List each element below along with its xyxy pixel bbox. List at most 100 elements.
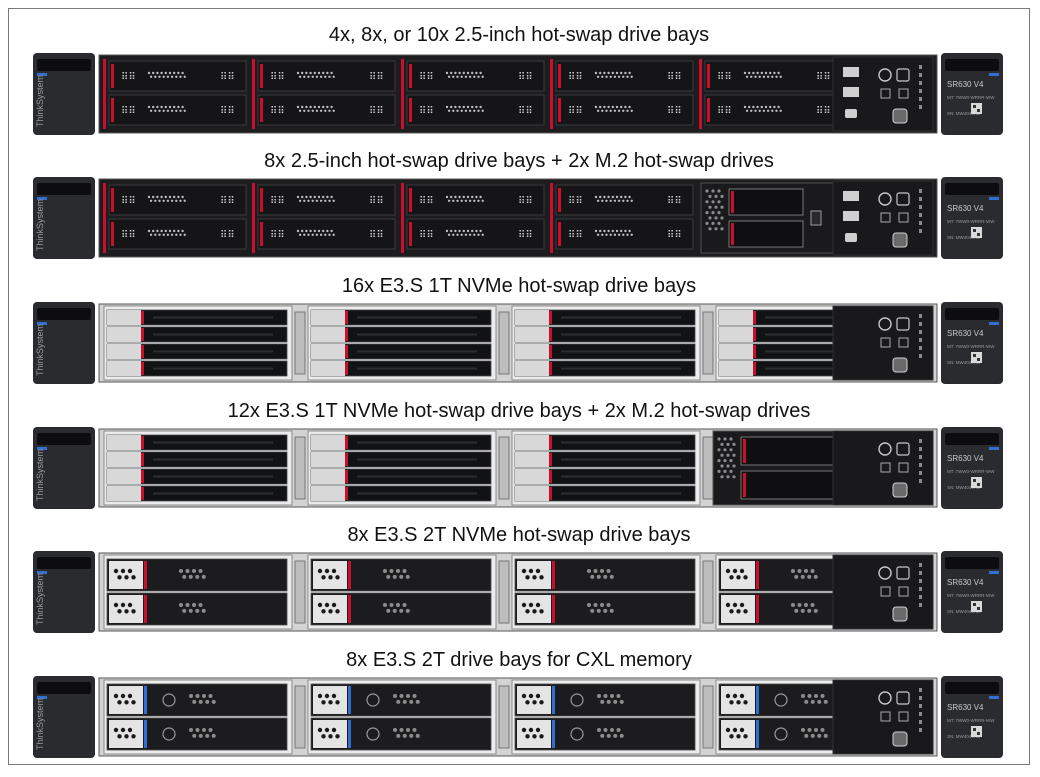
- left-rack-ear: ThinkSystem: [33, 427, 95, 509]
- e3s-drive-bay: [106, 326, 288, 343]
- qr-code-icon: [971, 726, 982, 737]
- brand-label: ThinkSystem: [35, 698, 45, 750]
- status-led-icon: [880, 88, 891, 99]
- e3s-drive-bay: [310, 468, 492, 485]
- drive-bay-area: ⠿⠿⠿⠿⠿⠿⠿⠿⠿⠿⠿⠿⠿⠿⠿⠿⠿⠿⠿⠿⠿⠿⠿⠿⠿⠿⠿⠿⠿⠿⠿⠿⠿⠿⠿⠿⠿⠿⠿⠿: [103, 56, 934, 132]
- cage-latch: [702, 685, 714, 749]
- drive-pull-tab: [109, 595, 143, 623]
- e3s-drive-bay: [106, 343, 288, 360]
- drive-vent-icon: ⠿⠿: [220, 106, 235, 117]
- drive-vent-icon: ⠿⠿: [568, 196, 583, 207]
- cage-latch: [498, 436, 510, 500]
- config-caption: 16x E3.S 1T NVMe hot-swap drive bays: [341, 275, 697, 297]
- drive-vent-icon: ⠿⠿: [816, 72, 831, 83]
- sas-drive-bay: ⠿⠿⠿⠿: [555, 60, 694, 92]
- drive-release-latch: [111, 222, 114, 246]
- drive-pull-tab: [107, 344, 141, 359]
- drive-release-latch: [549, 470, 552, 483]
- drive-pull-tab: [721, 720, 755, 748]
- front-io-panel: [832, 305, 934, 381]
- drive-pull-tab: [107, 361, 141, 376]
- e3s-drive-bay: [310, 485, 492, 502]
- ear-handle: [37, 557, 91, 569]
- id-button-icon: [896, 566, 910, 580]
- power-button-icon: [878, 68, 892, 82]
- drive-release-latch: [409, 188, 412, 212]
- pull-out-tab-icon: [892, 108, 908, 124]
- m2-drive: [728, 220, 804, 248]
- drive-release-latch: [260, 222, 263, 246]
- blue-accent-stripe: [37, 197, 47, 200]
- sas-drive-bay: ⠿⠿⠿⠿: [406, 94, 545, 126]
- drive-vent-icon: ⠿⠿: [568, 106, 583, 117]
- config-row-6: 8x E3.S 2T drive bays for CXL memory Thi…: [9, 634, 1029, 762]
- cxl-memory-bay: [310, 683, 492, 717]
- drive-vent-icon: ⠿⠿: [816, 106, 831, 117]
- drive-bay-area: [103, 305, 934, 381]
- blue-accent-stripe: [989, 696, 999, 699]
- drive-pull-tab: [719, 344, 753, 359]
- e3s-drive-bay: [514, 360, 696, 377]
- config-caption: 8x 2.5-inch hot-swap drive bays + 2x M.2…: [264, 150, 774, 172]
- sas-drive-bay: ⠿⠿⠿⠿: [108, 94, 247, 126]
- release-ring-icon: [366, 727, 380, 741]
- drive-release-latch: [552, 720, 555, 748]
- drive-release-latch: [141, 345, 144, 358]
- pull-out-tab-icon: [892, 482, 908, 498]
- model-label: SR630 V4: [947, 80, 984, 89]
- drive-release-latch: [409, 222, 412, 246]
- drive-release-latch: [756, 595, 759, 623]
- qr-code-icon: [971, 352, 982, 363]
- drive-release-latch: [558, 64, 561, 88]
- chassis-body: [98, 428, 938, 508]
- drive-pull-tab: [311, 486, 345, 501]
- drive-pull-tab: [517, 720, 551, 748]
- drive-pull-tab: [721, 686, 755, 714]
- drive-release-latch: [345, 436, 348, 449]
- serial-number-label: SN: MW4049RB: [947, 111, 980, 116]
- blue-accent-stripe: [37, 571, 47, 574]
- bay-divider-latch: [103, 59, 106, 129]
- drive-release-latch: [731, 191, 734, 213]
- drive-pull-tab: [515, 361, 549, 376]
- status-led-icon: [898, 462, 909, 473]
- drive-release-latch: [345, 328, 348, 341]
- e3s-drive-bay: [310, 360, 492, 377]
- pull-out-tab-icon: [892, 232, 908, 248]
- usb-c-port: [845, 109, 857, 118]
- drive-release-latch: [260, 64, 263, 88]
- release-ring-icon: [366, 693, 380, 707]
- e3s-2t-drive-bay: [514, 592, 696, 626]
- brand-label: ThinkSystem: [35, 199, 45, 251]
- drive-pull-tab: [313, 595, 347, 623]
- machine-type-label: MT: 7WW0-WRRR-WW: [947, 593, 995, 598]
- sas-drive-bay: ⠿⠿⠿⠿: [108, 184, 247, 216]
- drive-release-latch: [111, 188, 114, 212]
- id-button-icon: [896, 691, 910, 705]
- sas-drive-bay: ⠿⠿⠿⠿: [555, 218, 694, 250]
- release-ring-icon: [570, 727, 584, 741]
- drive-release-latch: [141, 470, 144, 483]
- release-ring-icon: [774, 693, 788, 707]
- blue-accent-stripe: [37, 73, 47, 76]
- drive-pull-tab: [719, 361, 753, 376]
- ear-handle: [37, 308, 91, 320]
- qr-code-icon: [971, 103, 982, 114]
- drive-release-latch: [552, 595, 555, 623]
- id-button-icon: [896, 68, 910, 82]
- sas-drive-bay: ⠿⠿⠿⠿: [555, 94, 694, 126]
- figure-frame: 4x, 8x, or 10x 2.5-inch hot-swap drive b…: [8, 8, 1030, 765]
- bay-divider-latch: [103, 183, 106, 253]
- cxl-memory-bay: [106, 683, 288, 717]
- drive-release-latch: [144, 720, 147, 748]
- drive-release-latch: [348, 686, 351, 714]
- qr-code-icon: [971, 601, 982, 612]
- sas-drive-bay: ⠿⠿⠿⠿: [257, 184, 396, 216]
- config-row-1: 4x, 8x, or 10x 2.5-inch hot-swap drive b…: [9, 9, 1029, 137]
- machine-type-label: MT: 7WW0-WRRR-WW: [947, 718, 995, 723]
- blue-accent-stripe: [989, 73, 999, 76]
